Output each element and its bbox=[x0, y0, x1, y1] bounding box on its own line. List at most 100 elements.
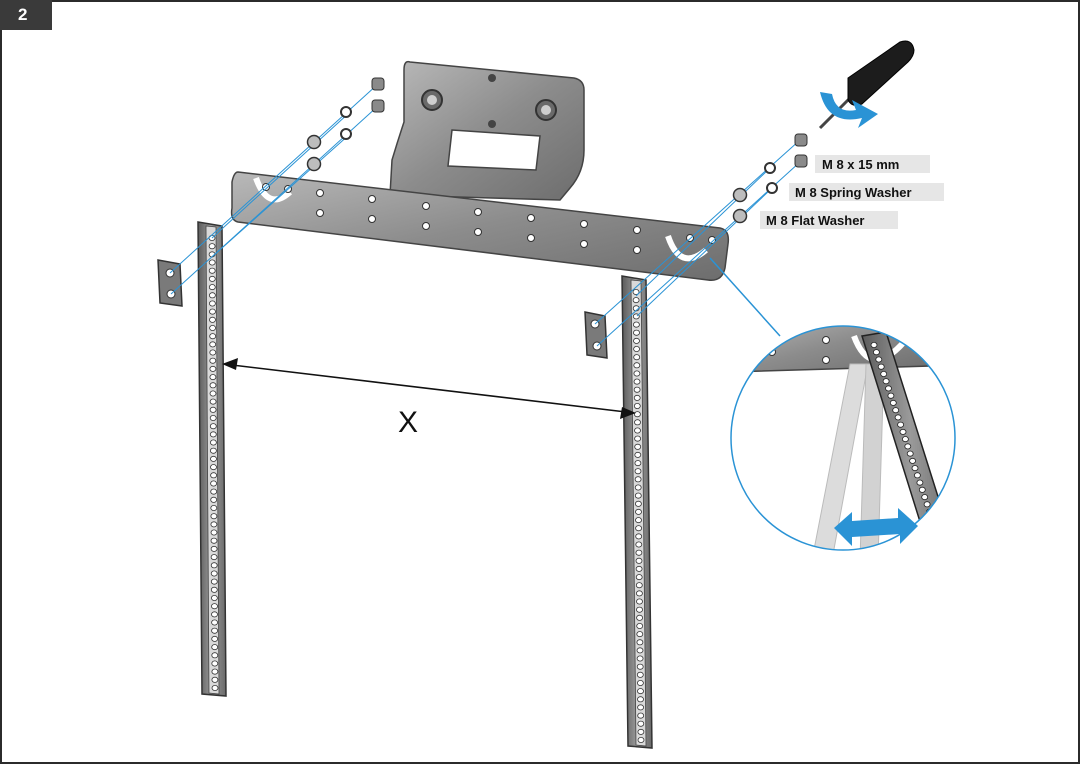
rail-hole bbox=[916, 479, 924, 486]
rail-hole bbox=[636, 590, 643, 597]
rail-hole bbox=[632, 297, 640, 304]
rail-hole bbox=[897, 421, 904, 428]
rail-hole bbox=[634, 435, 641, 442]
rail-hole bbox=[636, 655, 644, 662]
rail-hole bbox=[635, 517, 642, 524]
svg-text:M 8 x 15 mm: M 8 x 15 mm bbox=[822, 157, 899, 172]
hardware-label-screw: M 8 x 15 mm bbox=[815, 155, 930, 173]
rail-hole bbox=[887, 392, 895, 399]
rail-hole bbox=[928, 515, 936, 522]
rail-hole bbox=[636, 631, 644, 638]
rail-hole bbox=[635, 557, 643, 564]
rail-hole bbox=[211, 668, 219, 675]
hardware-label-spring-washer: M 8 Spring Washer bbox=[789, 183, 944, 201]
screw-icon bbox=[371, 99, 385, 113]
rail-hole bbox=[636, 639, 644, 646]
rail-hole bbox=[633, 321, 640, 328]
rail-hole bbox=[636, 671, 644, 678]
rail-hole bbox=[211, 676, 219, 683]
rail-hole bbox=[210, 570, 218, 577]
spring-washer-icon bbox=[340, 128, 352, 140]
rail-hole bbox=[935, 537, 943, 544]
spring-washer-icon bbox=[766, 182, 778, 194]
spring-washer-icon bbox=[340, 106, 352, 118]
rail-hole bbox=[208, 300, 216, 307]
rail-hole bbox=[930, 523, 938, 530]
rail-hole bbox=[209, 374, 217, 381]
flat-washer-icon bbox=[306, 156, 322, 172]
rail-hole bbox=[211, 619, 219, 626]
rail-hole bbox=[210, 480, 218, 487]
rail-hole bbox=[635, 549, 643, 556]
rail-hole bbox=[906, 450, 914, 457]
rail-hole bbox=[892, 407, 900, 414]
right-vertical-rail bbox=[621, 275, 653, 749]
rail-hole bbox=[632, 288, 640, 295]
rail-hole bbox=[208, 292, 216, 299]
screw-icon bbox=[371, 77, 385, 91]
rail-hole bbox=[209, 423, 217, 430]
rail-hole bbox=[209, 390, 217, 397]
rail-hole bbox=[637, 704, 644, 711]
right-clamp-plate bbox=[584, 311, 608, 359]
rail-hole bbox=[914, 472, 921, 479]
rail-hole bbox=[938, 544, 945, 550]
rail-hole bbox=[877, 363, 885, 370]
rail-hole bbox=[636, 606, 643, 613]
rail-hole bbox=[210, 545, 218, 552]
rail-hole bbox=[210, 595, 218, 602]
rail-hole bbox=[209, 341, 217, 348]
rail-hole bbox=[634, 411, 641, 418]
rail-hole bbox=[636, 598, 643, 605]
rail-hole bbox=[634, 443, 642, 450]
rail-hole bbox=[633, 345, 640, 352]
rail-hole bbox=[209, 349, 217, 356]
rail-hole bbox=[633, 337, 640, 344]
rail-hole bbox=[899, 428, 907, 435]
rail-hole bbox=[634, 476, 642, 483]
rotation-arrow-icon bbox=[820, 92, 878, 128]
zoom-detail-callout bbox=[730, 325, 956, 551]
rail-hole bbox=[209, 308, 216, 315]
rail-hole bbox=[635, 508, 642, 515]
rail-hole bbox=[208, 267, 216, 274]
screw-icon bbox=[794, 154, 808, 168]
rail-hole bbox=[210, 562, 218, 569]
rail-hole bbox=[885, 385, 892, 392]
rail-hole bbox=[634, 451, 642, 458]
rail-hole bbox=[636, 623, 644, 630]
rail-hole bbox=[894, 414, 902, 421]
rail-hole bbox=[208, 284, 216, 291]
wall-bracket-top-plate bbox=[389, 60, 585, 201]
left-clamp-plate bbox=[157, 259, 183, 307]
rail-hole bbox=[636, 663, 644, 670]
rail-hole bbox=[210, 496, 218, 503]
dimension-arrow bbox=[222, 358, 636, 419]
rail-hole bbox=[634, 468, 642, 475]
rail-hole bbox=[875, 356, 883, 363]
rail-hole bbox=[633, 354, 641, 361]
rail-hole bbox=[211, 627, 219, 634]
rail-hole bbox=[882, 378, 890, 385]
rail-hole bbox=[902, 436, 909, 443]
rail-hole bbox=[904, 443, 912, 450]
rail-hole bbox=[211, 603, 218, 610]
left-vertical-rail bbox=[197, 221, 227, 697]
rail-hole bbox=[210, 488, 218, 495]
rail-hole bbox=[210, 554, 218, 561]
rail-hole bbox=[889, 399, 897, 406]
screw-icon bbox=[794, 133, 808, 147]
rail-hole bbox=[211, 652, 219, 659]
rail-hole bbox=[634, 419, 641, 426]
rail-hole bbox=[209, 365, 217, 372]
rail-hole bbox=[633, 378, 641, 385]
wall-bracket-crossbar bbox=[230, 171, 730, 281]
adjust-arrow-icon bbox=[834, 508, 918, 546]
rail-hole bbox=[633, 386, 641, 393]
rail-hole bbox=[923, 501, 931, 508]
rail-hole bbox=[209, 324, 217, 331]
rail-hole bbox=[933, 530, 941, 537]
rail-hole bbox=[209, 316, 216, 323]
rail-hole bbox=[208, 275, 216, 282]
rail-hole bbox=[911, 465, 919, 472]
